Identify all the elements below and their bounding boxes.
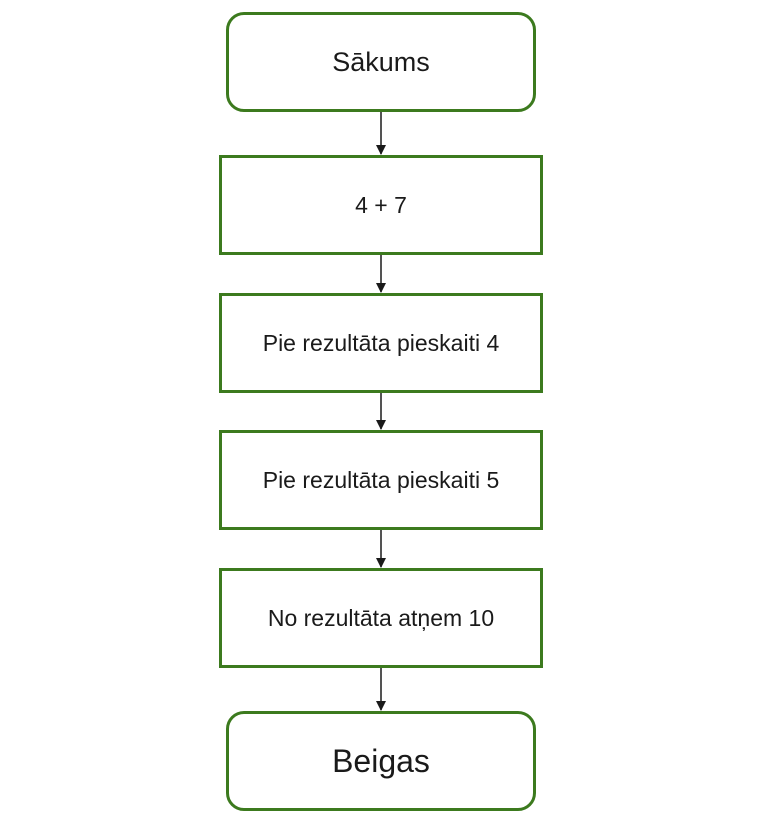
- end-node-label: Beigas: [332, 742, 430, 779]
- start-node: Sākums: [226, 12, 536, 112]
- process-node-step-4: No rezultāta atņem 10: [219, 568, 543, 668]
- step-1-label: 4 + 7: [355, 191, 407, 218]
- process-node-step-3: Pie rezultāta pieskaiti 5: [219, 430, 543, 530]
- end-node: Beigas: [226, 711, 536, 811]
- step-2-label: Pie rezultāta pieskaiti 4: [262, 329, 500, 356]
- step-4-label: No rezultāta atņem 10: [267, 604, 495, 631]
- process-node-step-1: 4 + 7: [219, 155, 543, 255]
- start-node-label: Sākums: [332, 46, 430, 77]
- process-node-step-2: Pie rezultāta pieskaiti 4: [219, 293, 543, 393]
- step-3-label: Pie rezultāta pieskaiti 5: [262, 466, 500, 493]
